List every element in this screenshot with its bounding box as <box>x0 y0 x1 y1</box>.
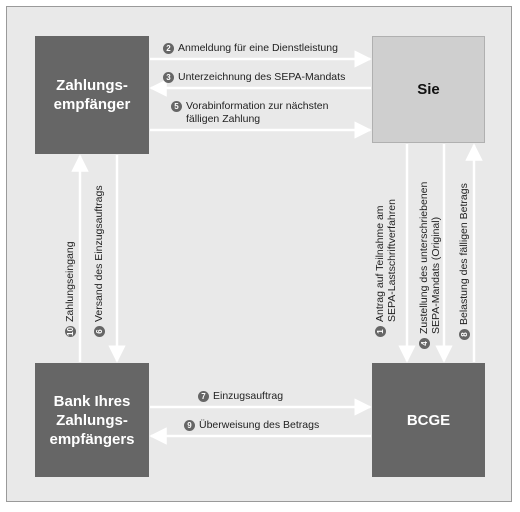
step-1-badge: 1 <box>375 326 386 337</box>
step-9-badge: 9 <box>184 420 195 431</box>
box-bcge: BCGE <box>372 363 485 477</box>
step-9-label: 9 Überweisung des Betrags <box>184 419 319 432</box>
step-6-text: Versand des Einzugsauftrags <box>93 185 105 322</box>
step-10-badge: 10 <box>65 326 76 337</box>
step-10-label: 10 Zahlungseingang <box>64 241 76 337</box>
step-6-label: 6 Versand des Einzugsauftrags <box>93 185 105 337</box>
box-bank-line-1: Bank Ihres <box>53 392 131 410</box>
step-4-text-line-1: Zustellung des unterschriebenen <box>418 181 430 334</box>
box-zahlungsempfaenger: Zahlungs- empfänger <box>35 36 149 154</box>
step-8-label: 8 Belastung des fälligen Betrags <box>458 183 470 340</box>
step-3-label: 3 Unterzeichnung des SEPA-Mandats <box>163 71 345 84</box>
box-payee-line-2: empfänger <box>53 96 131 113</box>
box-payee-line-1: Zahlungs- <box>56 77 128 94</box>
step-8-badge: 8 <box>459 329 470 340</box>
step-9-text: Überweisung des Betrags <box>199 419 320 431</box>
step-6-badge: 6 <box>94 326 105 337</box>
step-4-label: 4 Zustellung des unterschriebenen SEPA-Ma… <box>418 182 442 349</box>
step-8-text: Belastung des fälligen Betrags <box>458 183 470 325</box>
step-2-badge: 2 <box>163 43 174 54</box>
box-bank-line-3: empfängers <box>49 430 135 448</box>
box-sie: Sie <box>372 36 485 143</box>
step-5-badge: 5 <box>171 101 182 112</box>
step-7-text: Einzugsauftrag <box>213 390 284 402</box>
box-you-line-1: Sie <box>417 81 440 98</box>
box-bank-line-2: Zahlungs- <box>56 411 128 429</box>
step-5-text-line-2: fälligen Zahlung <box>186 113 261 125</box>
step-2-label: 2 Anmeldung für eine Dienstleistung <box>163 42 338 55</box>
step-2-text: Anmeldung für eine Dienstleistung <box>178 42 338 54</box>
box-bank-zahlungsempfaenger: Bank Ihres Zahlungs- empfängers <box>35 363 149 477</box>
step-7-badge: 7 <box>198 391 209 402</box>
box-bcge-line-1: BCGE <box>406 411 451 429</box>
step-5-text-line-1: Vorabinformation zur nächsten <box>186 100 329 112</box>
step-1-text-line-1: Antrag auf Teilnahme am <box>374 205 386 322</box>
step-1-label: 1 Antrag auf Teilnahme am SEPA-Lastschrif… <box>374 199 398 337</box>
step-7-label: 7 Einzugsauftrag <box>198 390 283 403</box>
step-10-text: Zahlungseingang <box>64 241 76 322</box>
step-4-text-line-2: SEPA-Mandats (Original) <box>430 216 442 334</box>
step-4-badge: 4 <box>419 338 430 349</box>
step-1-text-line-2: SEPA-Lastschriftverfahren <box>386 199 398 322</box>
step-3-text: Unterzeichnung des SEPA-Mandats <box>178 71 346 83</box>
step-5-label: 5 Vorabinformation zur nächsten fälligen … <box>171 100 328 126</box>
step-3-badge: 3 <box>163 72 174 83</box>
